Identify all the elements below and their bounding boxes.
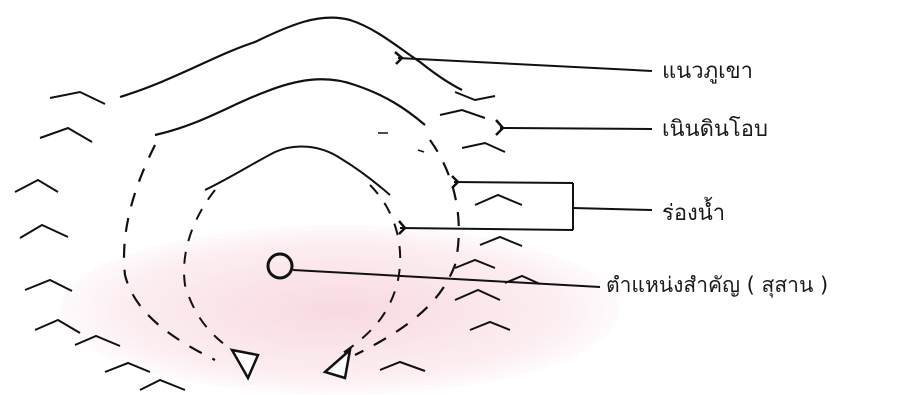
mound-leader-tick [496,120,503,135]
right-flow-arrowhead [325,350,350,378]
outer-channel-left [124,145,215,360]
channel-bracket-connector [573,208,652,210]
embracing-mound-line [155,79,425,135]
outer-channel-right [355,140,459,355]
ridge-leader-line [398,58,652,71]
inner-channel-left [184,190,240,355]
channel-leader-upper [454,182,573,183]
inner-mound-line [205,146,390,195]
label-important-site: ตำแหน่งสำคัญ ( สุสาน ) [606,275,828,296]
inner-channel-right [340,185,400,355]
left-flow-arrowhead [232,350,258,378]
label-embracing-mound: เนินดินโอบ [662,119,768,141]
site-leader-line [293,270,600,287]
left-hill-marks [15,92,185,390]
tomb-site-marker [268,254,292,278]
right-hill-marks [380,92,540,371]
dash-mark [418,150,424,152]
mound-leader-line [500,128,652,129]
label-mountain-ridge: แนวภูเขา [662,61,753,83]
label-water-channel: ร่องน้ำ [662,203,725,225]
mountain-ridge-line [120,18,462,97]
channel-leader-lower [400,228,573,230]
